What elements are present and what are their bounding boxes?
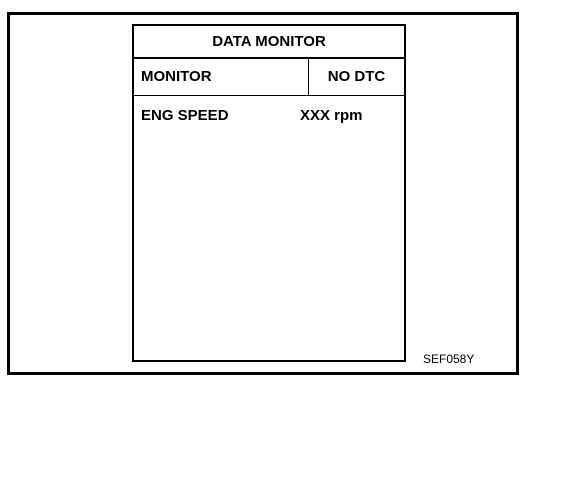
monitor-header-row: MONITOR NO DTC [134,59,404,95]
header-divider [308,59,309,95]
monitor-item-name: ENG SPEED [141,107,229,124]
data-monitor-screen: DATA MONITOR MONITOR NO DTC ENG SPEED XX… [132,24,406,362]
figure-code: SEF058Y [423,352,475,366]
dtc-status: NO DTC [327,68,386,85]
screen-title: DATA MONITOR [134,26,404,59]
monitor-label: MONITOR [141,68,212,85]
monitor-item-row: ENG SPEED XXX rpm [134,106,404,126]
monitor-item-value: XXX rpm [300,107,363,124]
header-rule [134,95,404,96]
